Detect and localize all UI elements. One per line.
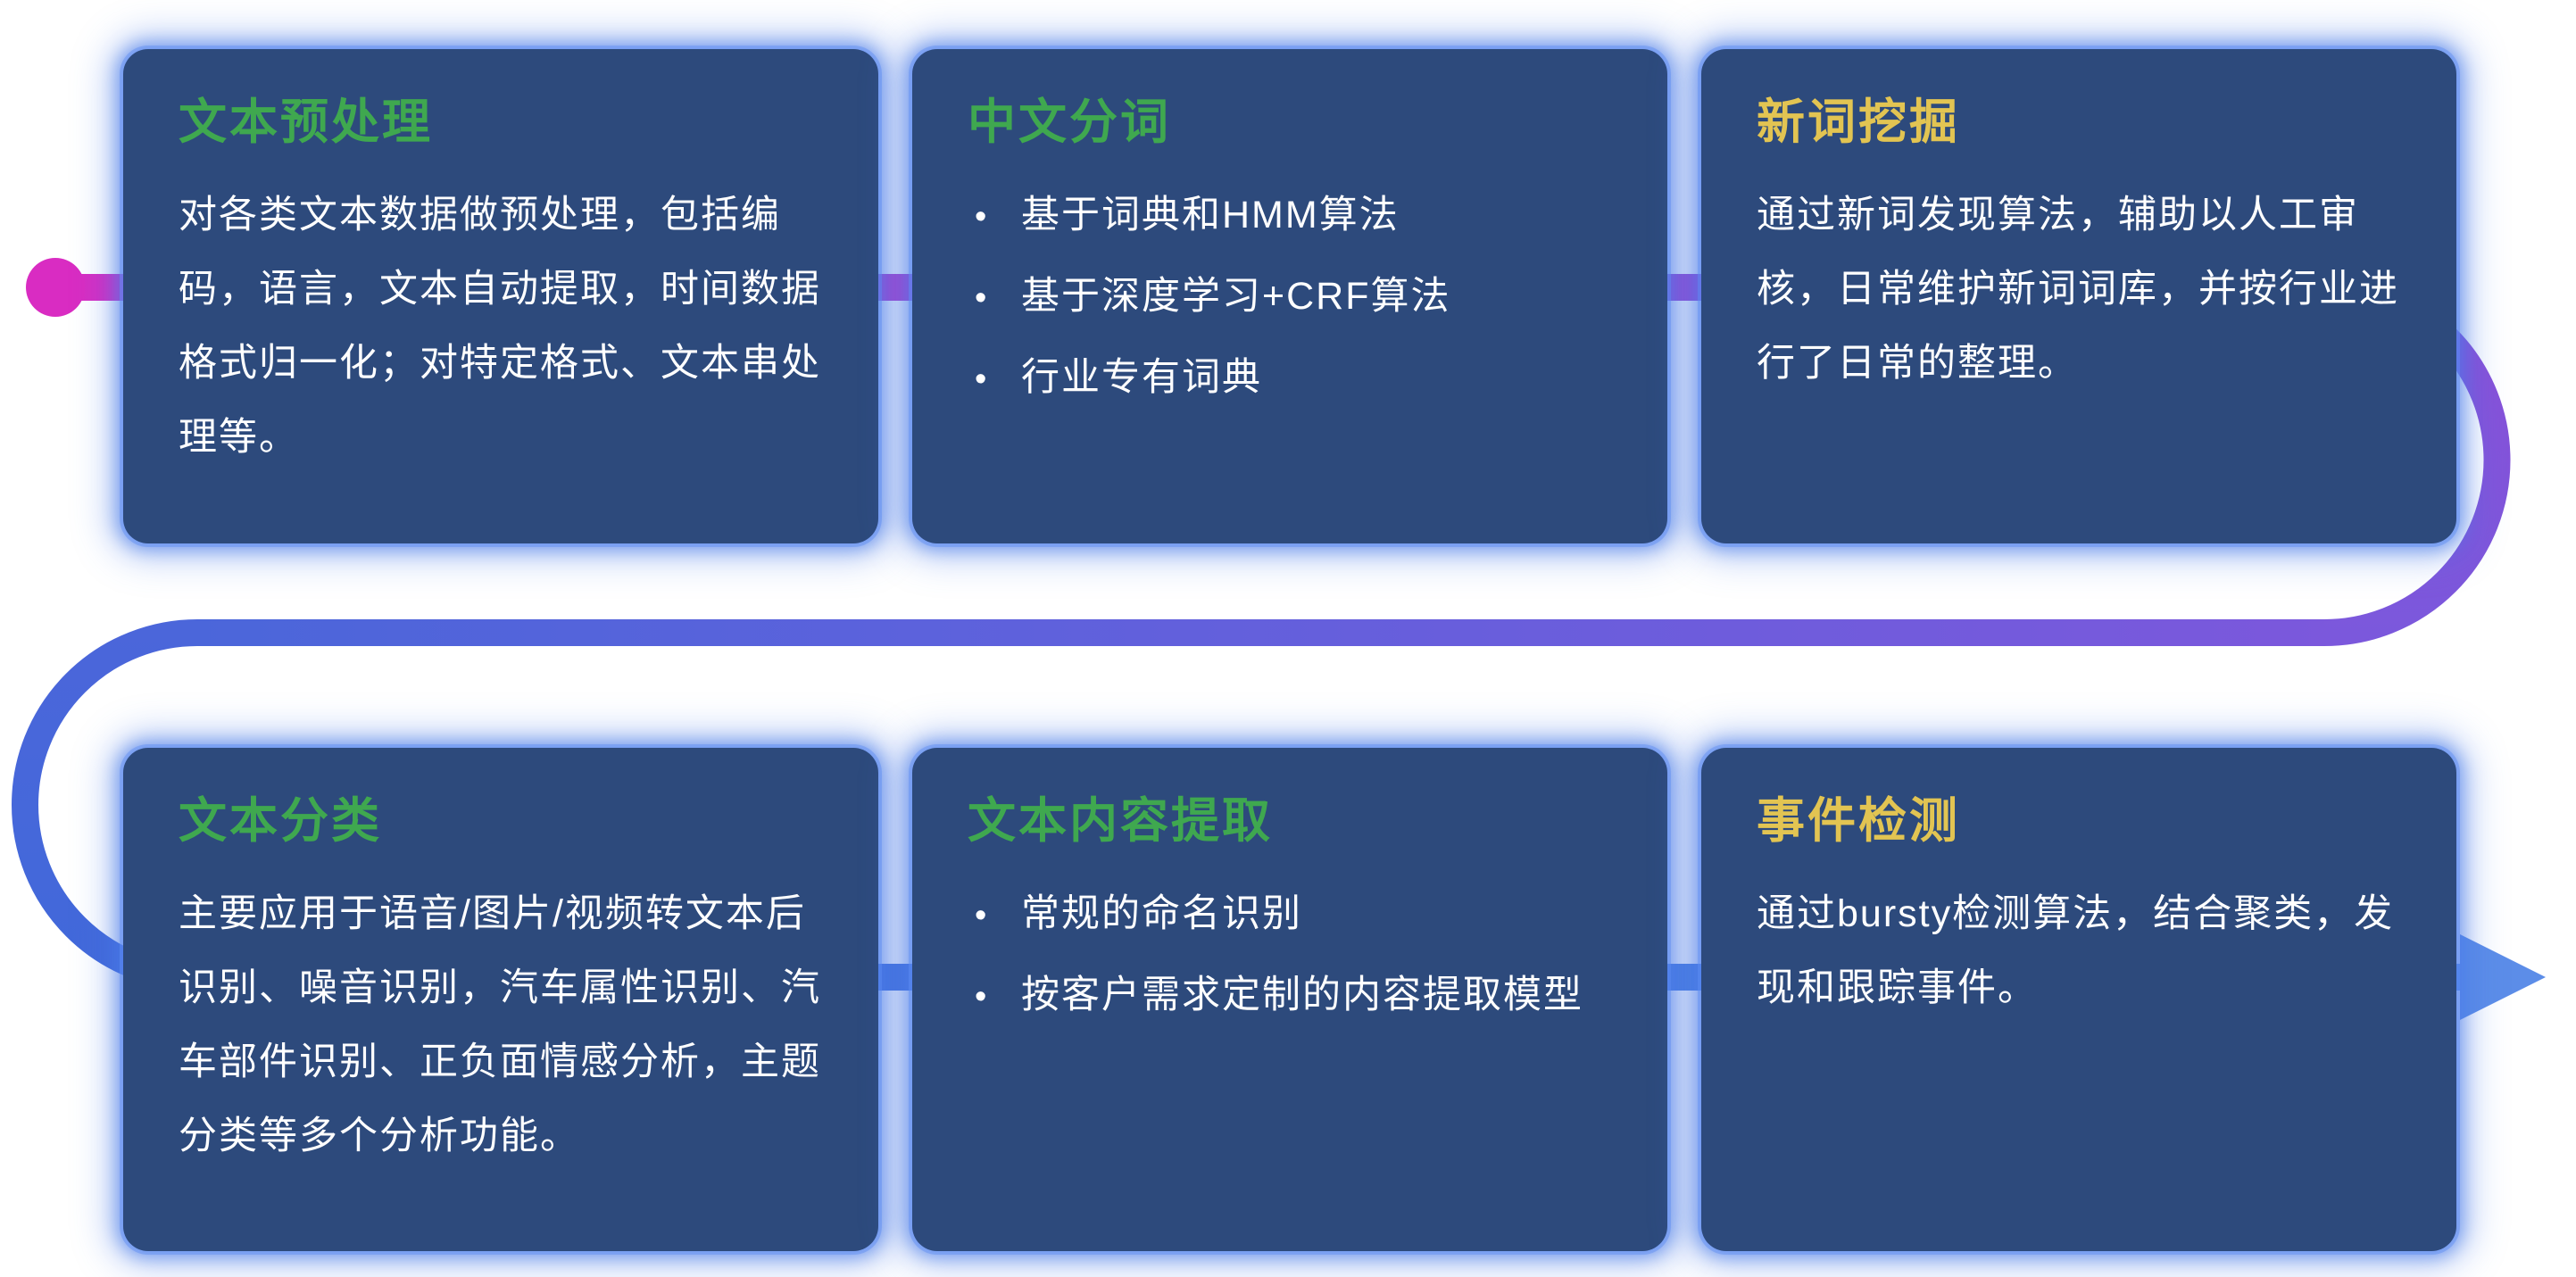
bullet-text: 基于词典和HMM算法 — [1021, 193, 1400, 236]
bullet-list: 常规的命名识别 按客户需求定制的内容提取模型 — [968, 877, 1614, 1034]
card-title: 中文分词 — [968, 95, 1171, 149]
bullet-text: 行业专有词典 — [1021, 355, 1262, 399]
bullet-icon — [968, 178, 1021, 254]
bullet-item: 常规的命名识别 — [968, 877, 1614, 953]
flow-curve-left — [12, 619, 198, 991]
card-title: 文本分类 — [179, 794, 382, 848]
flow-arrow-icon — [2460, 934, 2546, 1020]
card-body: 主要应用于语音/图片/视频转文本后识别、噪音识别，汽车属性识别、汽车部件识别、正… — [179, 891, 821, 1157]
bullet-text: 基于深度学习+CRF算法 — [1021, 274, 1451, 318]
bullet-icon — [968, 958, 1021, 1034]
bullet-icon — [968, 877, 1021, 953]
card-body: 对各类文本数据做预处理，包括编码，语言，文本自动提取，时间数据格式归一化；对特定… — [179, 193, 821, 459]
bullet-item: 行业专有词典 — [968, 341, 1614, 417]
card-text-classification: 文本分类 主要应用于语音/图片/视频转文本后识别、噪音识别，汽车属性识别、汽车部… — [123, 748, 878, 1251]
bullet-item: 基于深度学习+CRF算法 — [968, 260, 1614, 336]
card-text-preprocessing: 文本预处理 对各类文本数据做预处理，包括编码，语言，文本自动提取，时间数据格式归… — [123, 49, 878, 543]
card-body: 通过bursty检测算法，结合聚类，发现和跟踪事件。 — [1757, 891, 2395, 1009]
bullet-item: 基于词典和HMM算法 — [968, 178, 1614, 254]
bullet-text: 按客户需求定制的内容提取模型 — [1021, 973, 1583, 1016]
card-title: 新词挖掘 — [1757, 95, 1960, 149]
card-event-detection: 事件检测 通过bursty检测算法，结合聚类，发现和跟踪事件。 — [1701, 748, 2456, 1251]
bullet-item: 按客户需求定制的内容提取模型 — [968, 958, 1614, 1034]
card-new-word-mining: 新词挖掘 通过新词发现算法，辅助以人工审核，日常维护新词词库，并按行业进行了日常… — [1701, 49, 2456, 543]
card-chinese-word-segmentation: 中文分词 基于词典和HMM算法 基于深度学习+CRF算法 行业专有词典 — [912, 49, 1667, 543]
bullet-list: 基于词典和HMM算法 基于深度学习+CRF算法 行业专有词典 — [968, 178, 1614, 417]
card-title: 文本预处理 — [179, 95, 433, 149]
bullet-icon — [968, 341, 1021, 417]
card-text-content-extraction: 文本内容提取 常规的命名识别 按客户需求定制的内容提取模型 — [912, 748, 1667, 1251]
bullet-icon — [968, 260, 1021, 336]
flow-start-dot-icon — [26, 258, 85, 317]
card-body: 通过新词发现算法，辅助以人工审核，日常维护新词词库，并按行业进行了日常的整理。 — [1757, 193, 2399, 385]
card-title: 文本内容提取 — [968, 794, 1273, 848]
card-title: 事件检测 — [1757, 794, 1960, 848]
bullet-text: 常规的命名识别 — [1021, 891, 1302, 935]
